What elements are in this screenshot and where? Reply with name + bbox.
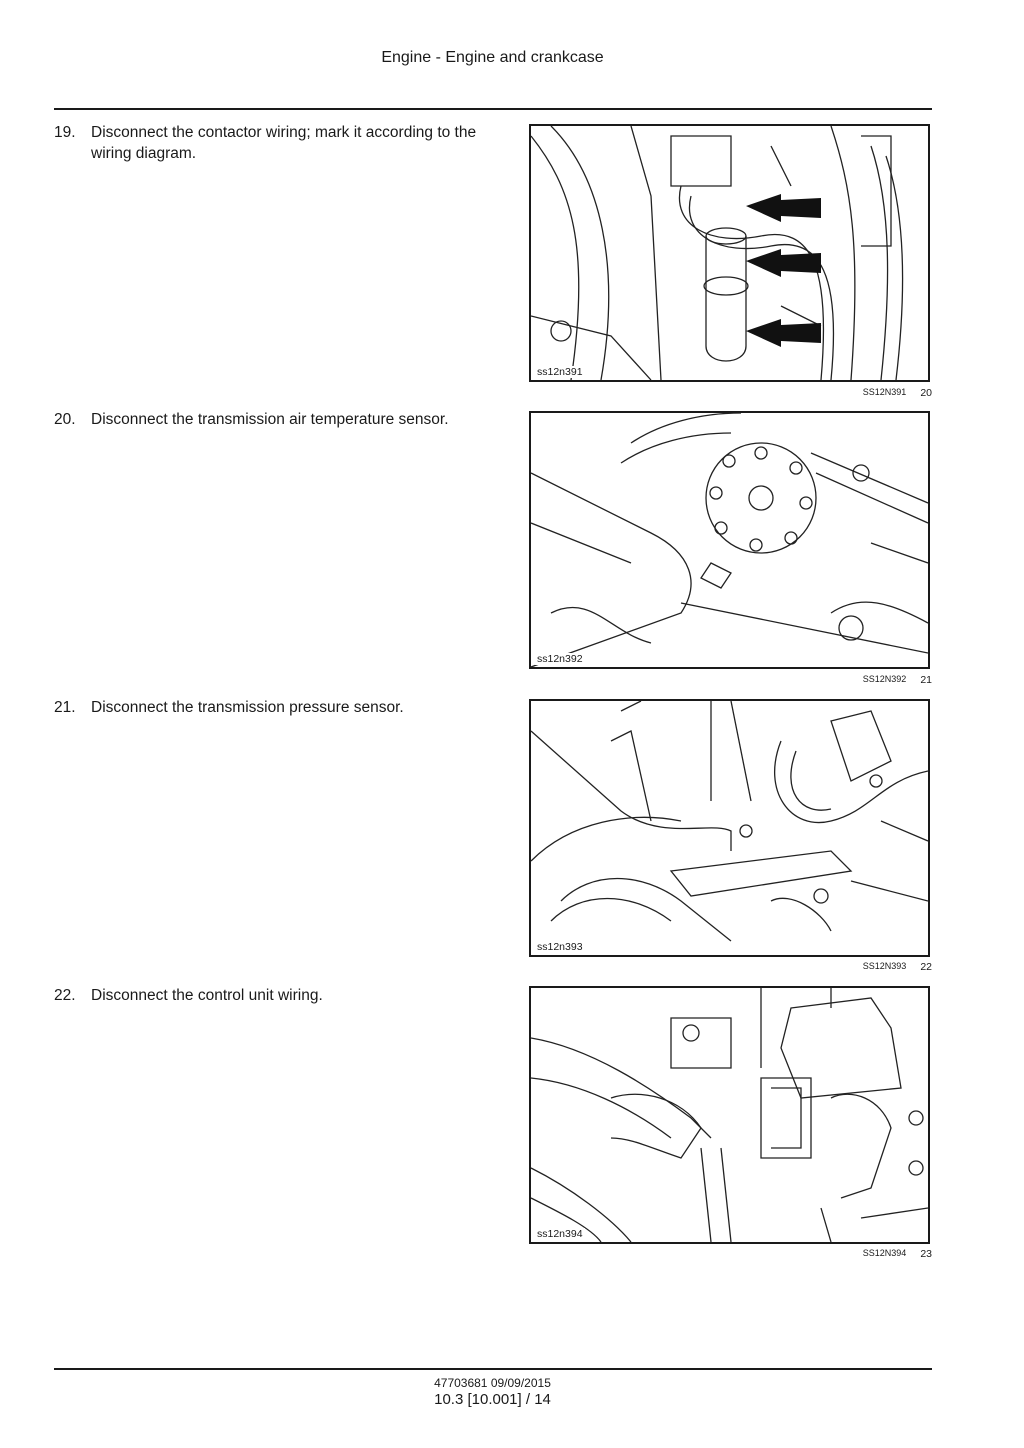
figure-number: 22 [920, 961, 932, 973]
figure-tag: ss12n393 [535, 941, 585, 953]
step-number: 20. [54, 411, 76, 428]
step-number: 22. [54, 987, 76, 1004]
figure-caption-23: SS12N394 23 [820, 1248, 932, 1260]
figure-number: 21 [920, 674, 932, 686]
contactor-wiring-drawing [531, 126, 904, 380]
figure-21-illustration: ss12n392 [529, 411, 930, 669]
step-text: Disconnect the transmission air temperat… [91, 411, 449, 428]
figure-code: SS12N391 [862, 387, 907, 397]
figure-tag: ss12n391 [535, 366, 585, 378]
figure-code: SS12N393 [862, 961, 907, 971]
figure-tag: ss12n394 [535, 1228, 585, 1240]
figure-caption-21: SS12N392 21 [820, 674, 932, 686]
step-number: 19. [54, 124, 76, 141]
step-20: 20. Disconnect the transmission air temp… [54, 409, 514, 430]
step-text: Disconnect the transmission pressure sen… [91, 699, 404, 716]
figure-tag: ss12n392 [535, 653, 585, 665]
footer-page-number: 10.3 [10.001] / 14 [434, 1391, 551, 1408]
figure-code: SS12N392 [862, 674, 907, 684]
figure-caption-20: SS12N391 20 [820, 387, 932, 399]
figure-number: 23 [920, 1248, 932, 1260]
step-text: Disconnect the control unit wiring. [91, 987, 323, 1004]
step-number: 21. [54, 699, 76, 716]
pressure-sensor-drawing [531, 701, 928, 942]
figure-number: 20 [920, 387, 932, 399]
figure-22-illustration: ss12n393 [529, 699, 930, 957]
footer-divider [54, 1368, 932, 1370]
step-19: 19. Disconnect the contactor wiring; mar… [54, 122, 514, 164]
figure-20-illustration: ss12n391 [529, 124, 930, 382]
step-21: 21. Disconnect the transmission pressure… [54, 697, 514, 718]
footer-document-number: 47703681 09/09/2015 [434, 1376, 551, 1390]
figure-code: SS12N394 [862, 1248, 907, 1258]
figure-caption-22: SS12N393 22 [820, 961, 932, 973]
step-text: Disconnect the contactor wiring; mark it… [91, 124, 477, 162]
page-header-title: Engine - Engine and crankcase [381, 49, 604, 66]
control-unit-wiring-drawing [531, 988, 928, 1242]
figure-23-illustration: ss12n394 [529, 986, 930, 1244]
header-divider [54, 108, 932, 110]
step-22: 22. Disconnect the control unit wiring. [54, 985, 514, 1006]
air-temperature-sensor-drawing [531, 413, 928, 667]
